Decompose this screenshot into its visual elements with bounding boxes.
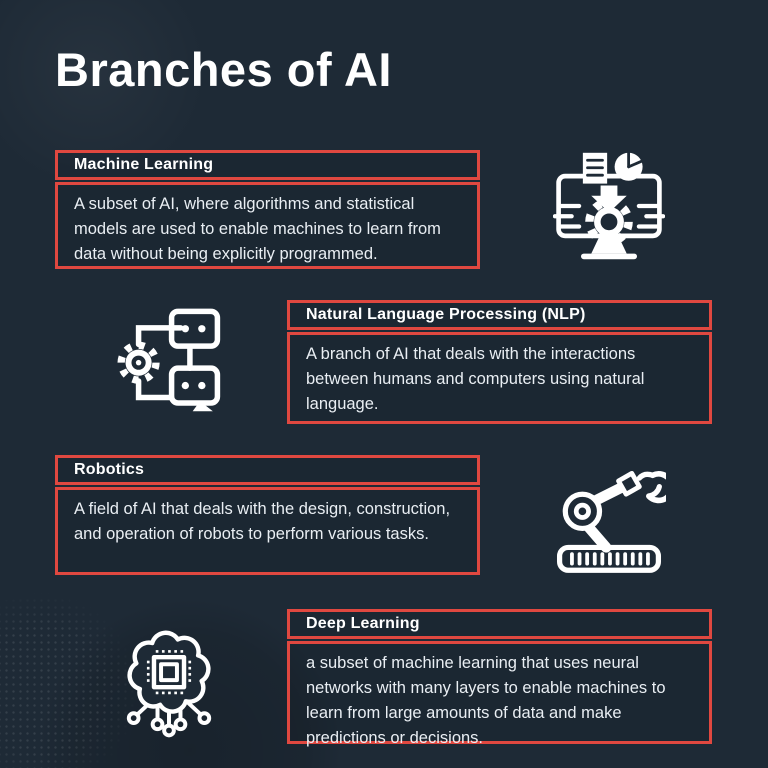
section-body-deep-learning: a subset of machine learning that uses n… [287,641,712,747]
section-title: Deep Learning [306,615,420,632]
robot-arm-icon [552,460,666,576]
monitor-gear-icon [553,150,665,262]
section-description: A branch of AI that deals with the inter… [306,345,645,413]
gear-chat-icon [110,304,224,414]
section-header-robotics: Robotics [55,455,480,485]
section-description: A subset of AI, where algorithms and sta… [74,195,441,263]
brain-chip-icon [116,620,222,742]
section-body-robotics: A field of AI that deals with the design… [55,487,480,575]
section-title: Robotics [74,461,145,478]
section-title: Natural Language Processing (NLP) [306,306,586,323]
section-body-nlp: A branch of AI that deals with the inter… [287,332,712,424]
section-description: a subset of machine learning that uses n… [306,654,666,747]
section-title: Machine Learning [74,156,214,173]
section-header-machine-learning: Machine Learning [55,150,480,180]
section-body-machine-learning: A subset of AI, where algorithms and sta… [55,182,480,269]
section-header-deep-learning: Deep Learning [287,609,712,639]
section-description: A field of AI that deals with the design… [74,500,451,543]
page-title: Branches of AI [55,43,392,96]
section-header-nlp: Natural Language Processing (NLP) [287,300,712,330]
